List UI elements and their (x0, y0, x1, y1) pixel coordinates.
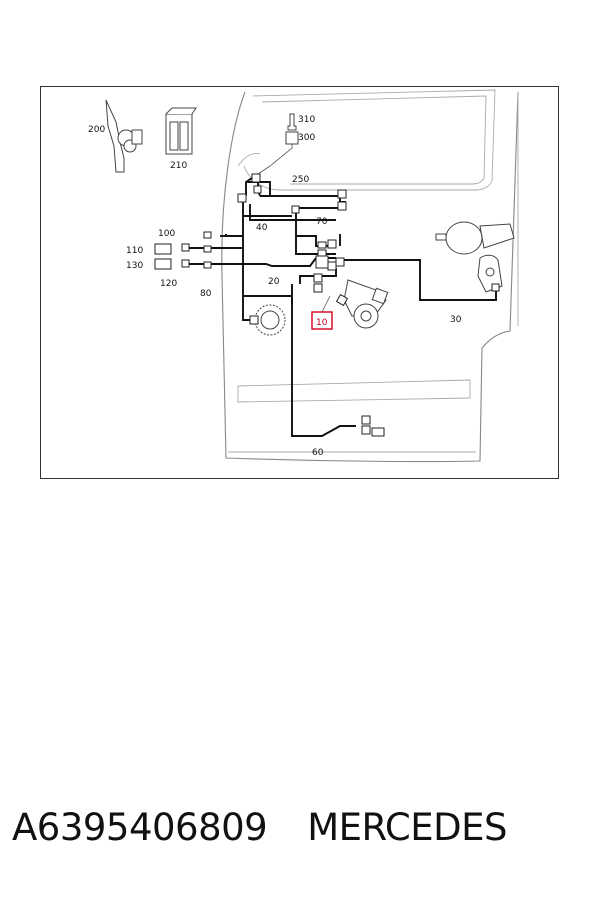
part-210-clip (165, 107, 197, 155)
mirror-motor-assembly (435, 221, 515, 293)
callout-20: 20 (268, 277, 280, 287)
callout-110: 110 (126, 246, 143, 256)
door-outline (221, 89, 519, 463)
caption: A6395406809 MERCEDES (12, 806, 592, 856)
wiring-diagram: 200 210 310 300 250 70 40 100 110 130 12… (40, 86, 559, 479)
callout-310: 310 (298, 115, 315, 125)
part-310-300-plug (257, 113, 299, 175)
callout-200: 200 (88, 125, 105, 135)
callout-130: 130 (126, 261, 143, 271)
callout-10: 10 (316, 318, 328, 328)
window-regulator-motor (343, 279, 389, 329)
callout-120: 120 (160, 279, 177, 289)
callout-60: 60 (312, 448, 324, 458)
callout-40: 40 (256, 223, 268, 233)
connectors (154, 173, 500, 437)
callout-250: 250 (292, 175, 309, 185)
callout-30: 30 (450, 315, 462, 325)
brand-name: MERCEDES (307, 806, 507, 849)
callout-80: 80 (200, 289, 212, 299)
callout-70: 70 (316, 217, 328, 227)
callout-300: 300 (298, 133, 315, 143)
callout-210: 210 (170, 161, 187, 171)
part-number: A6395406809 (12, 806, 268, 849)
part-200-bracket (105, 99, 143, 173)
callout-100: 100 (158, 229, 175, 239)
speaker-ring (254, 304, 286, 336)
